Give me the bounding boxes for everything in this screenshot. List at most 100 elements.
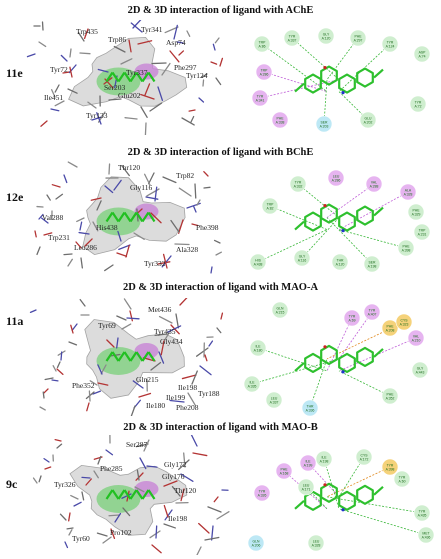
residue-disc bbox=[417, 526, 435, 544]
residue-name: TYR bbox=[415, 101, 422, 105]
residue-label: Ser287 bbox=[126, 440, 147, 449]
residue-disc bbox=[297, 478, 315, 496]
residue-label: Phe285 bbox=[100, 464, 123, 473]
residue-label: Trp82 bbox=[176, 171, 194, 180]
residue-number: A:335 bbox=[248, 385, 257, 389]
residue-label: Ile198 bbox=[178, 383, 197, 392]
residue-name: GLY bbox=[323, 33, 330, 37]
residue-label: Tyr188 bbox=[198, 389, 220, 398]
residue-label: Tyr60 bbox=[72, 534, 90, 543]
residue-disc bbox=[317, 27, 335, 45]
residue-disc bbox=[365, 175, 383, 193]
residue-disc bbox=[407, 329, 425, 347]
residue-number: A:338 bbox=[276, 121, 285, 125]
residue-disc bbox=[343, 309, 361, 327]
residue-label: Leu286 bbox=[74, 243, 97, 252]
residue-name: ALA bbox=[405, 189, 412, 193]
residue-number: A:286 bbox=[260, 73, 269, 77]
residue-label: Phe208 bbox=[176, 403, 199, 412]
residue-disc bbox=[251, 89, 269, 107]
residue-number: A:332 bbox=[294, 185, 303, 189]
residue-name: ILE bbox=[305, 460, 311, 464]
residue-label: Ile199 bbox=[166, 393, 185, 402]
residue-disc bbox=[261, 197, 279, 215]
residue-number: A:326 bbox=[258, 494, 267, 498]
residue-label: Tyr341 bbox=[141, 25, 163, 34]
residue-name: GLU bbox=[365, 117, 373, 121]
residue-name: PHE bbox=[387, 393, 395, 397]
3d-interaction-view: Ser287Gly172Phe285Thr120Gly176Tyr60Ile19… bbox=[32, 435, 230, 555]
residue-number: A:398 bbox=[402, 249, 411, 253]
residue-name: PHE bbox=[403, 245, 411, 249]
residue-label: Ser203 bbox=[104, 83, 125, 92]
residue-disc bbox=[283, 29, 301, 47]
residue-number: A:203 bbox=[320, 125, 329, 129]
panel-ache: 2D & 3D interaction of ligand with AChE … bbox=[0, 0, 441, 140]
residue-label: Phe398 bbox=[196, 223, 219, 232]
residue-name: TYR bbox=[257, 95, 264, 99]
panel-title: 2D & 3D interaction of ligand with MAO-B bbox=[123, 422, 318, 433]
residue-number: A:341 bbox=[256, 99, 265, 103]
residue-disc bbox=[411, 361, 429, 379]
residue-number: A:407 bbox=[368, 313, 377, 317]
residue-number: A:198 bbox=[320, 460, 329, 464]
residue-name: TRP bbox=[419, 229, 427, 233]
residue-name: TYR bbox=[399, 476, 406, 480]
residue-name: LEU bbox=[303, 484, 310, 488]
residue-number: A:116 bbox=[298, 259, 307, 263]
residue-name: VAL bbox=[413, 335, 419, 339]
residue-name: LEU bbox=[271, 397, 278, 401]
residue-disc bbox=[413, 45, 431, 63]
residue-number: A:72 bbox=[415, 105, 422, 109]
residue-disc bbox=[381, 319, 399, 337]
residue-name: MET bbox=[422, 532, 429, 536]
residue-label: Tyr435 bbox=[154, 327, 176, 336]
residue-number: A:337 bbox=[288, 39, 297, 43]
residue-disc bbox=[331, 253, 349, 271]
residue-disc bbox=[271, 301, 289, 319]
residue-number: A:438 bbox=[254, 263, 263, 267]
3d-interaction-view: Met436Tyr69Tyr435Gly434Tyr188Ile198Phe35… bbox=[29, 298, 224, 416]
residue-disc bbox=[413, 504, 431, 522]
residue-disc bbox=[253, 484, 271, 502]
panel-title: 2D & 3D interaction of ligand with MAO-A bbox=[122, 282, 319, 293]
compound-id: 11e bbox=[6, 66, 23, 80]
residue-disc bbox=[381, 387, 399, 405]
residue-disc bbox=[327, 169, 345, 187]
residue-name: CYS bbox=[361, 454, 369, 458]
residue-name: TYR bbox=[387, 41, 394, 45]
residue-number: A:286 bbox=[332, 179, 341, 183]
residue-number: A:69 bbox=[349, 319, 356, 323]
residue-number: A:86 bbox=[259, 45, 266, 49]
residue-number: A:215 bbox=[276, 311, 285, 315]
residue-label: Trp86 bbox=[108, 35, 126, 44]
residue-number: A:199 bbox=[304, 464, 313, 468]
residue-label: Glu202 bbox=[118, 91, 141, 100]
residue-name: TYR bbox=[259, 490, 266, 494]
residue-number: A:436 bbox=[422, 536, 431, 540]
residue-disc bbox=[271, 111, 289, 129]
residue-name: TRP bbox=[259, 41, 267, 45]
residue-disc bbox=[409, 95, 427, 113]
residue-name: THR bbox=[307, 405, 315, 409]
compound-id: 11a bbox=[6, 314, 24, 328]
residue-label: Tyr133 bbox=[86, 111, 108, 120]
residue-disc bbox=[289, 175, 307, 193]
residue-label: Gln215 bbox=[136, 375, 159, 384]
residue-label: Trp435 bbox=[76, 27, 98, 36]
residue-name: TYR bbox=[289, 35, 296, 39]
residue-disc bbox=[299, 454, 317, 472]
residue-name: THR bbox=[337, 259, 345, 263]
residue-name: PHE bbox=[413, 209, 421, 213]
residue-name: GLN bbox=[253, 540, 261, 544]
residue-name: TRP bbox=[261, 69, 269, 73]
residue-name: LEU bbox=[313, 540, 320, 544]
residue-disc bbox=[363, 303, 381, 321]
residue-label: His438 bbox=[96, 223, 118, 232]
residue-number: A:82 bbox=[267, 207, 274, 211]
residue-number: A:60 bbox=[399, 480, 406, 484]
residue-number: A:329 bbox=[412, 213, 421, 217]
residue-disc bbox=[293, 249, 311, 267]
